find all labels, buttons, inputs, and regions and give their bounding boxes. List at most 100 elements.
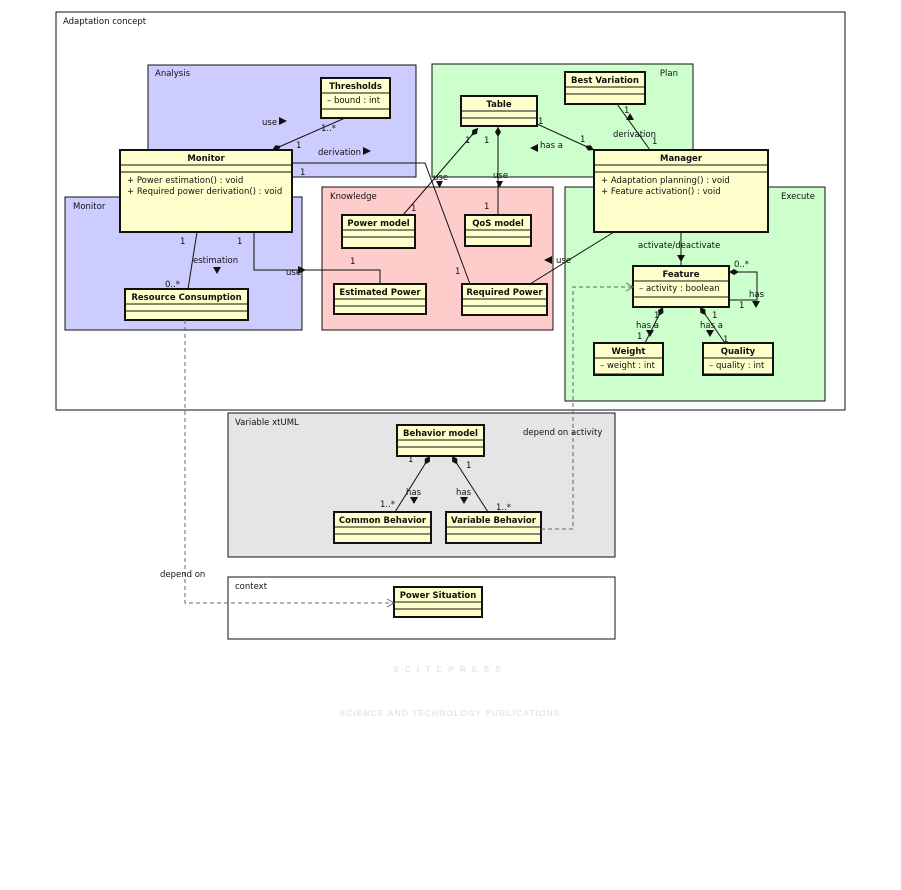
association-edge [529,231,615,285]
package-label: Plan [660,69,678,79]
class-attribute: – weight : int [600,361,656,371]
triangle-down-icon [213,267,221,274]
composition-diamond-icon [658,307,664,316]
class-name: Thresholds [329,82,382,92]
association-edge [394,455,431,513]
watermark-sub: SCIENCE AND TECHNOLOGY PUBLICATIONS [340,708,561,718]
class-monitor[interactable]: Monitor+ Power estimation() : void+ Requ… [119,149,293,233]
class-feature[interactable]: Feature– activity : boolean [632,265,730,308]
triangle-down-icon [496,181,503,188]
triangle-down-icon [436,181,443,188]
association-edge [292,162,471,285]
class-attribute: – activity : boolean [639,284,720,294]
composition-diamond-icon [700,307,706,316]
class-estpower[interactable]: Estimated Power [333,283,427,315]
edge-label: use [556,256,571,266]
class-table[interactable]: Table [460,95,538,127]
association-edge [495,127,501,215]
triangle-down-icon [706,330,714,337]
edge-label: use [493,171,508,181]
composition-diamond-icon [471,128,478,136]
edge-label: 1 [180,237,185,247]
class-name: Table [486,100,511,110]
association-edge [644,306,664,344]
watermark-main: SCITEPRESS [393,664,507,674]
edge-label: 1 [654,311,659,321]
package-label: Analysis [155,69,191,79]
dependency-edge [541,282,635,530]
composition-diamond-icon [495,127,501,137]
edge-label: 1..* [321,124,336,134]
edge-label: use [433,173,448,183]
class-operation: + Feature activation() : void [601,187,721,197]
association-edge [451,455,489,513]
class-behavior[interactable]: Behavior model [396,424,485,457]
watermark: SCITEPRESS SCIENCE AND TECHNOLOGY PUBLICA… [340,664,561,718]
class-name: Power Situation [400,591,477,601]
class-powersit[interactable]: Power Situation [393,586,483,618]
class-resource[interactable]: Resource Consumption [124,288,249,321]
class-manager[interactable]: Manager + Adaptation planning() : void+ F… [593,149,769,233]
class-qos[interactable]: QoS model [464,214,532,247]
class-variablebeh[interactable]: Variable Behavior [445,511,542,544]
class-name: Estimated Power [339,288,421,298]
triangle-left-icon [530,144,538,152]
edge-label: 1 [624,106,629,116]
class-name: Resource Consumption [131,293,241,303]
class-name: Common Behavior [339,516,427,526]
triangle-right-icon [363,147,371,155]
class-bestvar[interactable]: Best Variation [564,71,646,105]
edge-label: use [286,268,301,278]
edge-label: 1 [538,117,543,127]
edge-label: has a [540,141,563,151]
triangle-down-icon [646,330,654,337]
class-name: Manager [660,154,703,164]
edge-label: 1 [652,137,657,147]
edge-label: 1 [484,136,489,146]
association-edge [616,103,651,151]
triangle-right-icon [279,117,287,125]
package-label: Variable xtUML [235,418,299,428]
edge-label: estimation [193,256,238,266]
class-attribute: – bound : int [327,96,381,106]
edge-label: has [749,290,765,300]
class-name: Weight [612,347,646,357]
edge-label: derivation [613,130,656,140]
class-reqpower[interactable]: Required Power [461,283,548,316]
class-thresholds[interactable]: Thresholds – bound : int [320,77,391,119]
package-adaptation: Adaptation concept [55,11,846,411]
edge-label: 1 [637,332,642,342]
edge-label: 1..* [496,503,511,513]
class-weight[interactable]: Weight – weight : int [593,342,664,376]
edge-label: 1..* [380,500,395,510]
triangle-up-icon [626,113,634,120]
triangle-down-icon [677,255,685,262]
edge-label: 1 [466,461,471,471]
triangle-down-icon [752,301,760,308]
edge-label: 1 [237,237,242,247]
class-common[interactable]: Common Behavior [333,511,432,544]
edge-label: 1 [411,204,416,214]
package-label: Monitor [73,202,106,212]
edge-label: 1 [300,168,305,178]
edge-label: has a [700,321,723,331]
edge-label: depend on [160,570,205,580]
edge-label: activate/deactivate [638,241,720,251]
class-operation: + Required power derivation() : void [127,187,282,197]
class-name: Quality [721,347,756,357]
class-name: QoS model [472,219,524,229]
class-name: Required Power [466,288,543,298]
association-edge [402,127,479,216]
composition-diamond-icon [272,145,282,151]
package-label: context [235,582,268,592]
edge-label: 1 [723,335,728,345]
association-edge [699,306,726,344]
class-quality[interactable]: Quality– quality : int [702,342,774,376]
class-operation: + Adaptation planning() : void [601,176,730,186]
class-powermodel[interactable]: Power model [341,214,416,249]
package-label: Execute [781,192,815,202]
edge-label: 1 [296,141,301,151]
class-operation: + Power estimation() : void [127,176,243,186]
